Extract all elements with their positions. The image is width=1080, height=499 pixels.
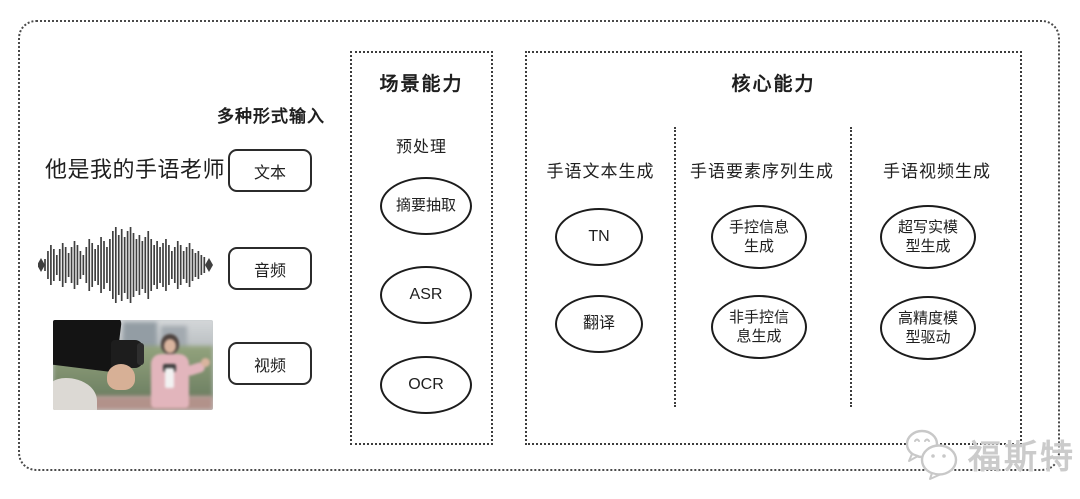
core-capability-title: 核心能力 <box>731 74 816 95</box>
node-manual-feature-generation: 手控信息生成 <box>711 205 807 269</box>
input-box-text-label: 文本 <box>253 164 286 182</box>
scene-capability-box: 场景能力 预处理 摘要抽取 ASR OCR <box>350 51 493 445</box>
watermark-text: 福斯特 <box>968 438 1076 475</box>
node-tn: TN <box>555 208 643 266</box>
column-divider <box>850 127 852 407</box>
column-header-sign-text-generation: 手语文本生成 <box>546 162 655 181</box>
scene-capability-title: 场景能力 <box>379 74 464 95</box>
sample-text-sentence: 他是我的手语老师 <box>45 157 226 182</box>
node-hyperrealistic-model-generation: 超写实模型生成 <box>880 205 976 269</box>
node-summary-extraction: 摘要抽取 <box>380 177 472 235</box>
node-translation: 翻译 <box>555 295 643 353</box>
chat-bubbles-icon <box>905 429 958 480</box>
node-ocr: OCR <box>380 356 472 414</box>
photo-photographer-hand <box>107 364 135 390</box>
input-box-audio: 音频 <box>228 247 312 290</box>
input-section-title: 多种形式输入 <box>217 107 325 126</box>
column-divider <box>674 127 676 407</box>
input-box-video-label: 视频 <box>253 357 286 375</box>
audio-waveform-icon <box>38 227 213 303</box>
core-capability-box: 核心能力 手语文本生成 手语要素序列生成 手语视频生成 TN 翻译 手控信息生成… <box>525 51 1022 445</box>
node-non-manual-feature-generation: 非手控信息生成 <box>711 295 807 359</box>
photo-camera-lens <box>137 343 144 365</box>
outer-dotted-frame <box>18 20 1060 471</box>
video-thumbnail-image <box>53 320 213 410</box>
watermark: 福斯特 <box>902 427 1076 481</box>
column-header-sign-element-sequence-generation: 手语要素序列生成 <box>690 162 834 181</box>
input-box-text: 文本 <box>228 149 312 192</box>
photo-reporter-face <box>164 339 176 353</box>
photo-microphone <box>165 368 174 388</box>
input-box-audio-label: 音频 <box>253 262 286 280</box>
preprocess-label: 预处理 <box>395 139 447 156</box>
input-box-video: 视频 <box>228 342 312 385</box>
node-high-precision-model-driving: 高精度模型驱动 <box>880 296 976 360</box>
column-header-sign-video-generation: 手语视频生成 <box>883 162 991 181</box>
photo-reporter-hand <box>201 358 210 367</box>
photo-reporter <box>145 334 210 410</box>
node-asr: ASR <box>380 266 472 324</box>
